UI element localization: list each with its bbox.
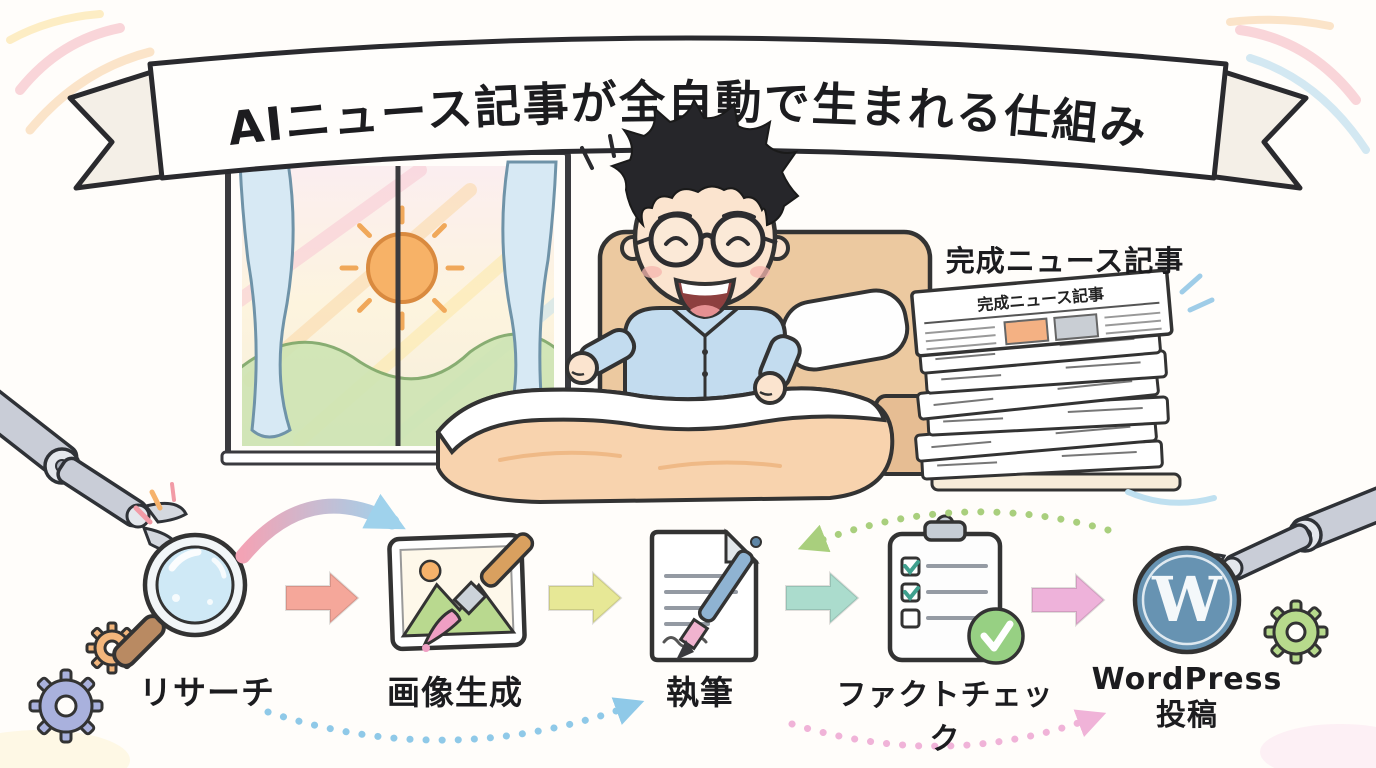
check-badge: [967, 607, 1025, 665]
step-label-image-generation: 画像生成: [387, 673, 523, 712]
newspaper-stack: 完成ニュース記事: [910, 268, 1217, 506]
robot-arm-left: [0, 370, 188, 554]
magnifier-sparkles: [133, 482, 176, 525]
stack-sparkles: [1125, 273, 1217, 506]
closed-eye-left: [664, 236, 688, 246]
step-label-wordpress-post: WordPress 投稿: [1090, 662, 1284, 734]
magnifier-icon: [112, 482, 248, 668]
writing-icon: [649, 528, 762, 663]
hair: [609, 97, 800, 229]
dotted-arrow-pink: [788, 709, 1107, 750]
gear-green: [1263, 599, 1329, 665]
small-sun: [418, 559, 442, 583]
window: [220, 149, 576, 466]
blanket: [435, 351, 895, 505]
wordpress-w-letter: W: [1151, 563, 1223, 636]
wordpress-icon: W: [1132, 545, 1242, 655]
brush-ferrule: [452, 580, 488, 616]
brush-handle: [479, 532, 535, 588]
dotted-arrow-blue: [264, 697, 645, 744]
right-hand: [753, 371, 787, 405]
fact-check-icon: [887, 514, 1025, 665]
closed-eye-right: [726, 236, 750, 246]
completed-articles-label: 完成ニュース記事: [945, 244, 1185, 278]
dotted-arrows: [264, 508, 1112, 750]
gear-purple: [28, 668, 104, 744]
step-label-writing: 執筆: [666, 673, 734, 712]
curtain-left: [238, 160, 295, 439]
brush-bristles: [420, 608, 462, 650]
left-hand: [565, 351, 599, 385]
step-label-research: リサーチ: [139, 673, 275, 712]
pen-nib: [676, 640, 694, 660]
robot-arm-right: [1183, 472, 1376, 604]
flow-arrow-4: [1031, 574, 1105, 626]
step-label-fact-check: ファクトチェック: [836, 678, 1054, 757]
flow-arrow-3: [785, 572, 859, 624]
wordpress-label-line2: 投稿: [1156, 698, 1218, 733]
sun-icon: [339, 205, 465, 331]
flow-arrow-2: [548, 572, 622, 624]
curved-gradient-arrow: [235, 493, 406, 564]
corner-scribbles: [0, 10, 1376, 768]
image-generation-icon: [387, 532, 535, 652]
clipboard-clip: [923, 520, 967, 542]
claw-finger: [143, 501, 188, 524]
wordpress-label-line1: WordPress: [1091, 662, 1283, 697]
flow-arrow-1: [285, 572, 359, 624]
pen-body: [697, 549, 755, 623]
top-newspaper: 完成ニュース記事: [910, 268, 1174, 358]
nightstand: [930, 472, 1182, 492]
